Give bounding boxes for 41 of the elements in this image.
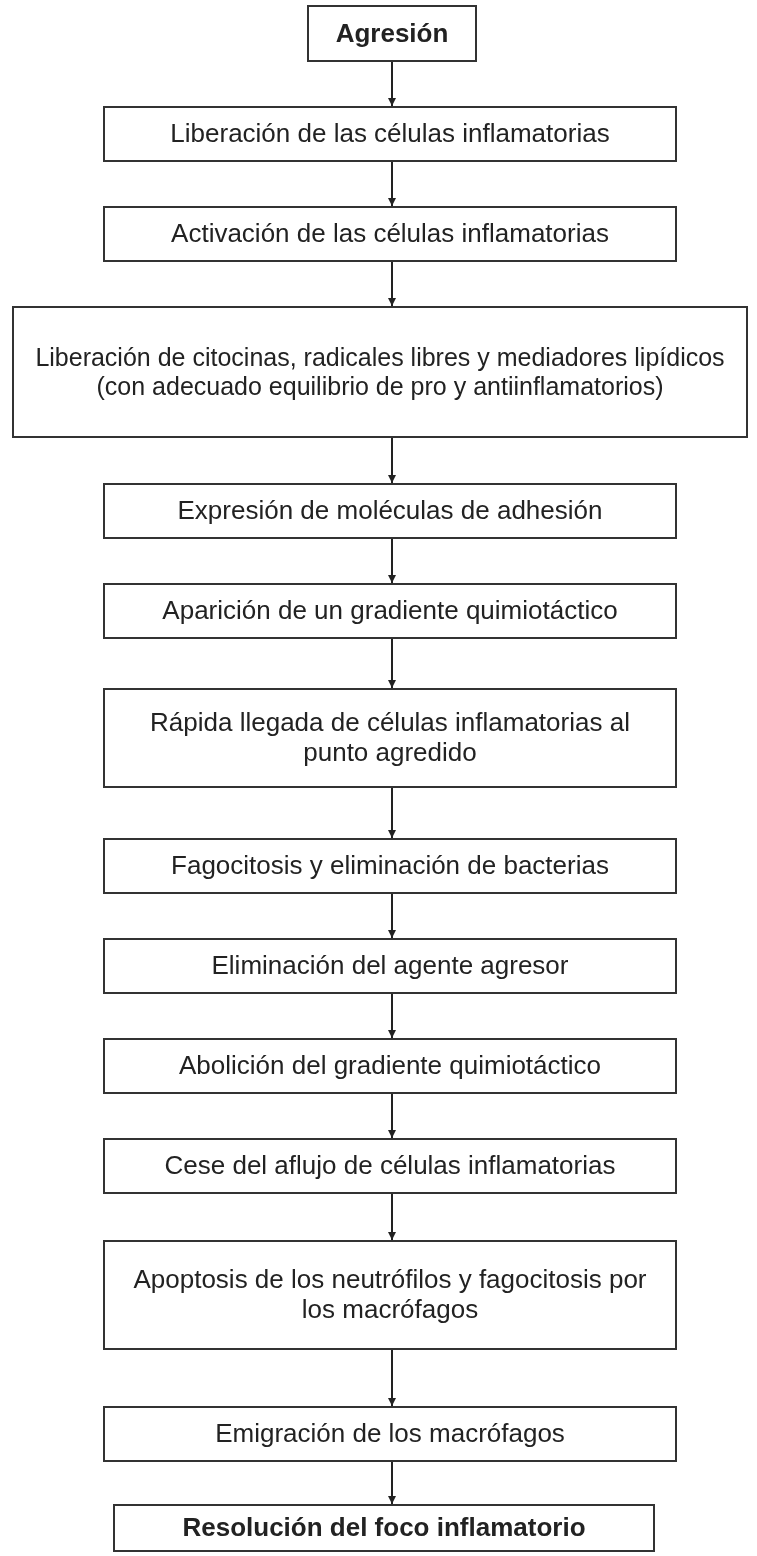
arrow (388, 1349, 396, 1407)
step-text: Abolición del gradiente quimiotáctico (179, 1051, 601, 1081)
step-text: Fagocitosis y eliminación de bacterias (171, 851, 609, 881)
arrow (388, 538, 396, 584)
process-box (103, 1138, 677, 1194)
arrow (388, 638, 396, 689)
step-text: Aparición de un gradiente quimiotáctico (162, 596, 618, 626)
arrow (388, 161, 396, 207)
process-box (103, 938, 677, 994)
process-box (103, 483, 677, 539)
process-box (103, 688, 677, 788)
arrow (388, 787, 396, 839)
step-text: Resolución del foco inflamatorio (182, 1513, 586, 1543)
process-box (103, 206, 677, 262)
process-box (103, 1240, 677, 1350)
step-text: Activación de las células inflamatorias (171, 219, 609, 249)
step-text: Liberación de citocinas, radicales libres y mediadores lipídicos (con adecuado equilibrio de pro y antiinflamatorios) (34, 343, 726, 401)
process-box (12, 306, 748, 438)
step-text: Eliminación del agente agresor (211, 951, 569, 981)
arrow (388, 261, 396, 307)
process-box (103, 583, 677, 639)
step-text: Liberación de las células inflamatorias (170, 119, 610, 149)
process-box (103, 106, 677, 162)
step-text: Emigración de los macrófagos (215, 1419, 565, 1449)
arrow (388, 437, 396, 484)
process-box (103, 838, 677, 894)
step-text: Apoptosis de los neutrófilos y fagocitosis por los macrófagos (132, 1265, 648, 1325)
arrow (388, 61, 396, 107)
process-box (103, 1406, 677, 1462)
step-text: Rápida llegada de células inflamatorias al punto agredido (149, 708, 631, 768)
process-box (103, 1038, 677, 1094)
arrow (388, 1193, 396, 1241)
arrow (388, 993, 396, 1039)
arrow (388, 893, 396, 939)
process-box (307, 5, 477, 62)
process-box (113, 1504, 655, 1552)
step-text: Agresión (335, 18, 449, 49)
arrow (388, 1093, 396, 1139)
step-text: Expresión de moléculas de adhesión (177, 496, 603, 526)
step-text: Cese del aflujo de células inflamatorias (164, 1151, 616, 1181)
arrow (388, 1461, 396, 1505)
